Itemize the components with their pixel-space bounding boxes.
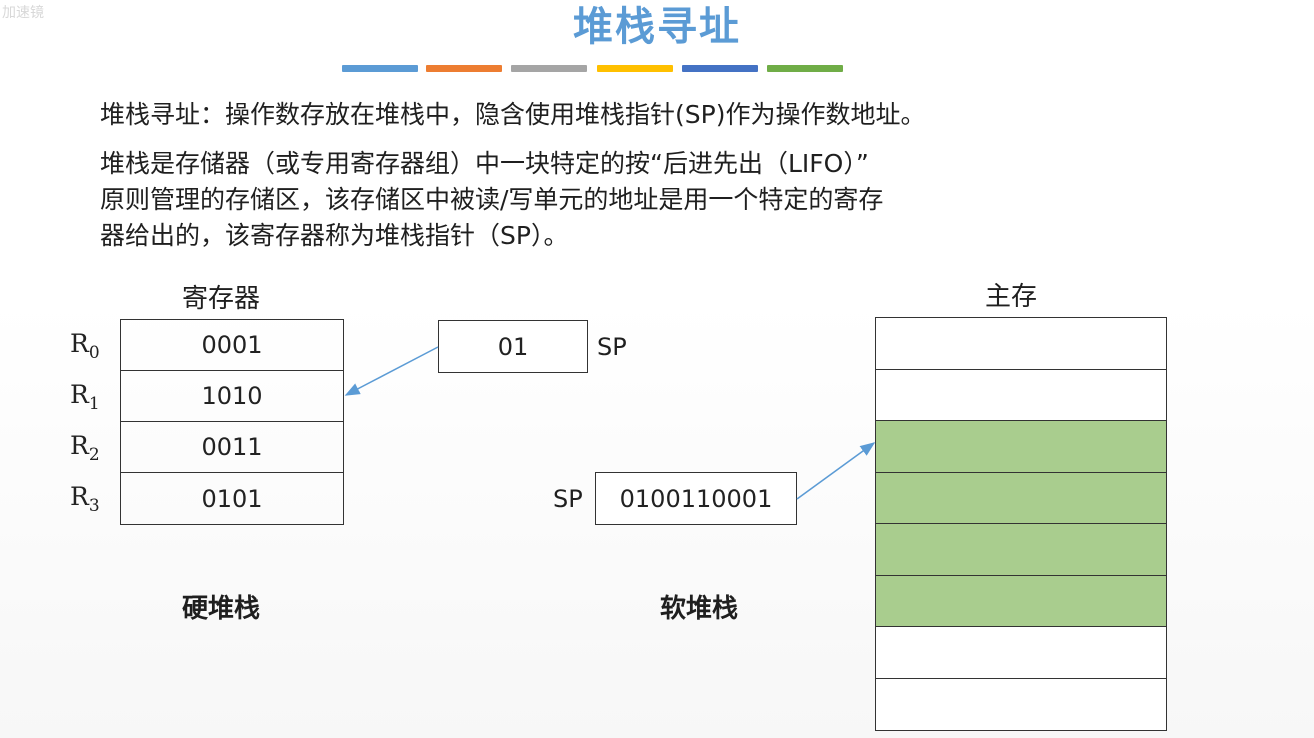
memory-cell (876, 627, 1166, 679)
memory-cell (876, 421, 1166, 473)
hard-stack-sp-label: SP (597, 333, 627, 361)
memory-cell (876, 575, 1166, 627)
register-name: R1 (70, 380, 100, 414)
memory-cell (876, 369, 1166, 421)
watermark: 加速镜 (2, 5, 44, 21)
memory-cell (876, 472, 1166, 524)
register-cell: 0011 (121, 422, 343, 473)
register-name: R3 (70, 482, 100, 516)
accent-bar-darkblue (682, 65, 758, 72)
soft-stack-pointer-arrow (796, 442, 876, 500)
soft-stack-sp-label: SP (553, 485, 583, 513)
accent-bar-orange (426, 65, 502, 72)
register-heading: 寄存器 (182, 284, 261, 314)
register-cell: 0101 (201, 484, 263, 513)
hard-stack-sp-box: 01 (438, 320, 588, 373)
soft-stack-sp-box: 0100110001 (595, 472, 797, 525)
stack-description-line: 堆栈是存储器（或专用寄存器组）中一块特定的按“后进先出（LIFO）” (100, 149, 869, 178)
accent-bar-green (767, 65, 843, 72)
definition-text: 堆栈寻址：操作数存放在堆栈中，隐含使用堆栈指针(SP)作为操作数地址。 (100, 100, 926, 129)
register-table: 0001 1010 0011 0101 (120, 319, 344, 525)
slide-title: 堆栈寻址 (573, 3, 741, 50)
register-name: R2 (70, 431, 100, 465)
accent-bar-gray (511, 65, 587, 72)
stack-description-line: 原则管理的存储区，该存储区中被读/写单元的地址是用一个特定的寄存 (100, 185, 884, 214)
hard-stack-caption: 硬堆栈 (182, 594, 261, 624)
stack-description: 堆栈是存储器（或专用寄存器组）中一块特定的按“后进先出（LIFO）” 原则管理的… (100, 146, 883, 254)
memory-heading: 主存 (985, 282, 1038, 312)
main-memory (875, 317, 1167, 731)
hard-stack-pointer-arrow (344, 346, 439, 396)
memory-cell (876, 318, 1166, 370)
memory-cell (876, 678, 1166, 730)
memory-cell (876, 524, 1166, 576)
register-cell: 1010 (121, 371, 343, 422)
register-cell: 0001 (121, 320, 343, 371)
register-name: R0 (70, 329, 100, 363)
stack-description-line: 器给出的，该寄存器称为堆栈指针（SP）。 (100, 221, 569, 250)
accent-bar-blue (342, 65, 418, 72)
accent-bar-yellow (597, 65, 673, 72)
soft-stack-caption: 软堆栈 (660, 594, 739, 624)
